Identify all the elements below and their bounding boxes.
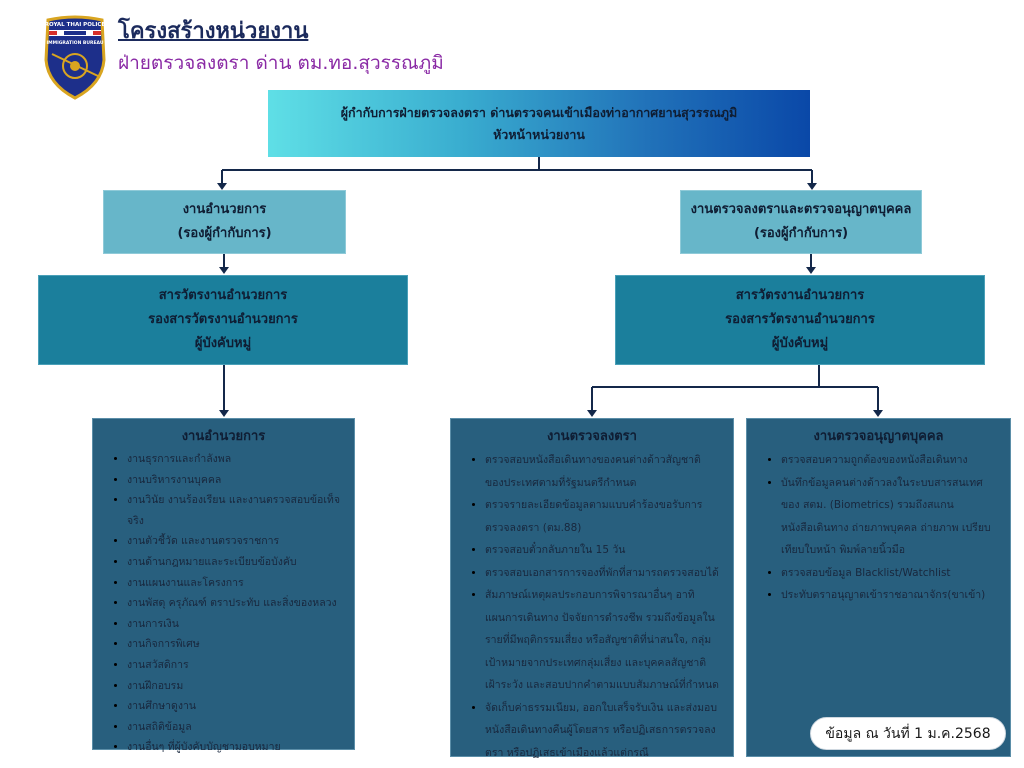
svg-text:IMMIGRATION BUREAU: IMMIGRATION BUREAU bbox=[46, 40, 103, 46]
inspector-title: สารวัตรงานอำนวยการ bbox=[158, 288, 288, 303]
visa-duties-box: งานตรวจลงตรา ตรวจสอบหนังสือเดินทางของคนต… bbox=[450, 418, 734, 759]
visa-duties-list: ตรวจสอบหนังสือเดินทางของคนต่างด้าวสัญชาต… bbox=[465, 449, 719, 764]
duty-item: งานบริหารงานบุคคล bbox=[127, 470, 340, 491]
duty-item: งานวินัย งานร้องเรียน และงานตรวจสอบข้อเท… bbox=[127, 490, 340, 531]
arrowhead bbox=[219, 267, 229, 274]
connector-top-to-level2 bbox=[221, 157, 813, 184]
duty-item: ตรวจสอบข้อมูล Blacklist/Watchlist bbox=[781, 562, 996, 585]
visa-deputy-role: (รองผู้กำกับการ) bbox=[753, 226, 849, 241]
duty-item: งานการเงิน bbox=[127, 614, 340, 635]
commander-box: ผู้กำกับการฝ่ายตรวจลงตรา ด่านตรวจคนเข้าเ… bbox=[268, 90, 810, 157]
duty-item: สัมภาษณ์เหตุผลประกอบการพิจารณาอื่นๆ อาทิ… bbox=[485, 584, 719, 697]
admin-deputy-box: งานอำนวยการ (รองผู้กำกับการ) bbox=[103, 190, 346, 254]
admin-duties-box: งานอำนวยการ งานธุรการและกำลังพลงานบริหาร… bbox=[92, 418, 355, 753]
arrowhead bbox=[219, 410, 229, 417]
duty-item: ตรวจรายละเอียดข้อมูลตามแบบคำร้องขอรับการ… bbox=[485, 494, 719, 539]
visa-duties-title: งานตรวจลงตรา bbox=[547, 429, 637, 444]
arrowhead bbox=[873, 410, 883, 417]
immigration-bureau-logo: ROYAL THAI POLICE IMMIGRATION BUREAU bbox=[42, 14, 108, 100]
deputy-inspector-title: รองสารวัตรงานอำนวยการ bbox=[148, 312, 298, 327]
duty-item: งานสถิติข้อมูล bbox=[127, 717, 340, 738]
duty-item: ตรวจสอบหนังสือเดินทางของคนต่างด้าวสัญชาต… bbox=[485, 449, 719, 494]
inspector-title: สารวัตรงานอำนวยการ bbox=[735, 288, 865, 303]
duty-item: ตรวจสอบความถูกต้องของหนังสือเดินทาง bbox=[781, 449, 996, 472]
duty-item: งานแผนงานและโครงการ bbox=[127, 573, 340, 594]
duty-item: งานพัสดุ ครุภัณฑ์ ตราประทับ และสิ่งของหล… bbox=[127, 593, 340, 614]
duty-item: งานสวัสดิการ bbox=[127, 655, 340, 676]
visa-inspector-box: สารวัตรงานอำนวยการ รองสารวัตรงานอำนวยการ… bbox=[615, 275, 985, 365]
admin-deputy-role: (รองผู้กำกับการ) bbox=[177, 226, 272, 241]
page-subtitle: ฝ่ายตรวจลงตรา ด่าน ตม.ทอ.สุวรรณภูมิ bbox=[118, 52, 444, 74]
duty-item: ตรวจสอบตั๋วกลับภายใน 15 วัน bbox=[485, 539, 719, 562]
svg-text:ROYAL THAI POLICE: ROYAL THAI POLICE bbox=[45, 22, 106, 28]
arrowhead bbox=[587, 410, 597, 417]
squad-leader-title: ผู้บังคับหมู่ bbox=[194, 336, 252, 351]
visa-deputy-title: งานตรวจลงตราและตรวจอนุญาตบุคคล bbox=[690, 202, 912, 217]
arrowhead bbox=[807, 183, 817, 190]
commander-role: หัวหน้าหน่วยงาน bbox=[493, 126, 585, 142]
police-badge-icon: ROYAL THAI POLICE IMMIGRATION BUREAU bbox=[44, 15, 106, 100]
arrowhead bbox=[217, 183, 227, 190]
admin-inspector-box: สารวัตรงานอำนวยการ รองสารวัตรงานอำนวยการ… bbox=[38, 275, 408, 365]
duty-item: งานตัวชี้วัด และงานตรวจราชการ bbox=[127, 531, 340, 552]
commander-title: ผู้กำกับการฝ่ายตรวจลงตรา ด่านตรวจคนเข้าเ… bbox=[340, 104, 738, 120]
page-title: โครงสร้างหน่วยงาน bbox=[118, 19, 309, 44]
duty-item: ประทับตราอนุญาตเข้าราชอาณาจักร(ขาเข้า) bbox=[781, 584, 996, 607]
duty-item: บันทึกข้อมูลคนต่างด้าวลงในระบบสารสนเทศขอ… bbox=[781, 472, 996, 562]
duty-item: งานศึกษาดูงาน bbox=[127, 696, 340, 717]
admin-deputy-title: งานอำนวยการ bbox=[182, 202, 267, 217]
duty-item: ตรวจสอบเอกสารการจองที่พักที่สามารถตรวจสอ… bbox=[485, 562, 719, 585]
deputy-inspector-title: รองสารวัตรงานอำนวยการ bbox=[725, 312, 875, 327]
admin-duties-list: งานธุรการและกำลังพลงานบริหารงานบุคคลงานว… bbox=[107, 449, 340, 758]
visa-deputy-box: งานตรวจลงตราและตรวจอนุญาตบุคคล (รองผู้กำ… bbox=[680, 190, 922, 254]
duty-item: งานธุรการและกำลังพล bbox=[127, 449, 340, 470]
permit-duties-title: งานตรวจอนุญาตบุคคล bbox=[813, 429, 944, 444]
squad-leader-title: ผู้บังคับหมู่ bbox=[771, 336, 829, 351]
admin-duties-title: งานอำนวยการ bbox=[181, 429, 266, 444]
arrowhead bbox=[806, 267, 816, 274]
duty-item: งานฝึกอบรม bbox=[127, 676, 340, 697]
permit-duties-box: งานตรวจอนุญาตบุคคล ตรวจสอบความถูกต้องของ… bbox=[746, 418, 1011, 757]
duty-item: งานด้านกฎหมายและระเบียบข้อบังคับ bbox=[127, 552, 340, 573]
connector-right-l3-to-duties bbox=[591, 365, 879, 410]
duty-item: งานอื่นๆ ที่ผู้บังคับบัญชามอบหมาย bbox=[127, 737, 340, 758]
duty-item: งานกิจการพิเศษ bbox=[127, 634, 340, 655]
data-date-note: ข้อมูล ณ วันที่ 1 ม.ค.2568 bbox=[810, 717, 1006, 750]
duty-item: จัดเก็บค่าธรรมเนียม, ออกใบเสร็จรับเงิน แ… bbox=[485, 697, 719, 765]
permit-duties-list: ตรวจสอบความถูกต้องของหนังสือเดินทางบันทึ… bbox=[761, 449, 996, 607]
